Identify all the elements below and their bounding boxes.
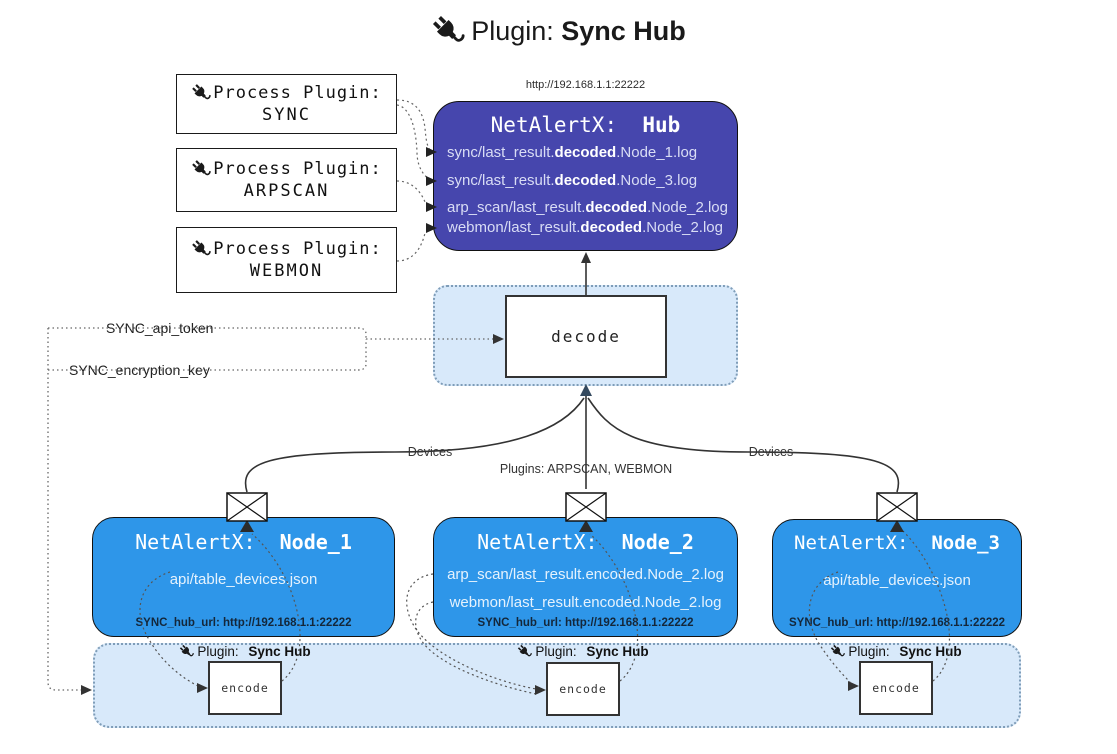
node-title-name: Node_1 bbox=[279, 530, 352, 554]
process-plugin-box-sync: Process Plugin: SYNC bbox=[176, 74, 397, 134]
keys-to-band-arrowhead bbox=[81, 685, 92, 695]
envelope-icon bbox=[876, 492, 918, 522]
hub-url-label: http://192.168.1.1:22222 bbox=[525, 79, 646, 91]
plug-icon bbox=[187, 235, 215, 263]
plug-icon bbox=[187, 155, 215, 183]
band-plugin-label: Plugin: Sync Hub bbox=[493, 644, 673, 659]
node-line: arp_scan/last_result.encoded.Node_2.log bbox=[447, 566, 724, 583]
encode-box: encode bbox=[546, 662, 620, 716]
hub-title-name: Hub bbox=[642, 113, 681, 137]
title-prefix: Plugin: bbox=[471, 15, 554, 46]
node-line: webmon/last_result.encoded.Node_2.log bbox=[449, 594, 722, 611]
process-plugin-label: Process Plugin: bbox=[213, 159, 382, 179]
plug-icon bbox=[514, 641, 535, 662]
hub-title-prefix: NetAlertX: bbox=[490, 113, 618, 137]
hub-log-line: arp_scan/last_result.decoded.Node_2.log bbox=[447, 199, 728, 216]
hub-log-line: sync/last_result.decoded.Node_1.log bbox=[447, 144, 698, 161]
decode-to-hub-arrowhead bbox=[581, 252, 591, 263]
node-title-name: Node_3 bbox=[931, 532, 1000, 554]
band-plugin-label: Plugin: Sync Hub bbox=[155, 644, 335, 659]
plug-icon bbox=[187, 79, 215, 107]
node-box-node-1: NetAlertX: Node_1 api/table_devices.json… bbox=[92, 517, 395, 637]
title-name: Sync Hub bbox=[561, 15, 686, 46]
node-title-name: Node_2 bbox=[621, 530, 694, 554]
node-box-node-3: NetAlertX: Node_3 api/table_devices.json… bbox=[772, 519, 1022, 637]
edge-label-plugins: Plugins: ARPSCAN, WEBMON bbox=[496, 462, 676, 476]
edge-label-api-token: SYNC_api_token bbox=[103, 320, 217, 336]
plug-icon bbox=[176, 641, 197, 662]
process-plugin-box-webmon: Process Plugin: WEBMON bbox=[176, 227, 397, 293]
hub-log-line: webmon/last_result.decoded.Node_2.log bbox=[447, 219, 723, 236]
hub-log-line: sync/last_result.decoded.Node_3.log bbox=[447, 172, 698, 189]
node-title-prefix: NetAlertX: bbox=[794, 532, 909, 554]
node-title-prefix: NetAlertX: bbox=[135, 530, 256, 554]
band-plugin-label: Plugin: Sync Hub bbox=[806, 644, 986, 659]
plugin-to-hub-dotted-edges bbox=[396, 99, 431, 262]
edge-label-devices-left: Devices bbox=[399, 445, 461, 459]
node-title-prefix: NetAlertX: bbox=[477, 530, 598, 554]
process-plugin-name: SYNC bbox=[262, 105, 311, 125]
process-plugin-name: WEBMON bbox=[249, 261, 324, 281]
plug-icon bbox=[827, 641, 848, 662]
edge-label-encryption-key: SYNC_encryption_key bbox=[66, 362, 213, 378]
node-to-decode-edges bbox=[244, 394, 900, 493]
node-line: api/table_devices.json bbox=[823, 572, 971, 589]
decode-box: decode bbox=[505, 295, 667, 378]
node-hub-url: SYNC_hub_url: http://192.168.1.1:22222 bbox=[135, 617, 352, 629]
process-plugin-box-arpscan: Process Plugin: ARPSCAN bbox=[176, 148, 397, 212]
hub-box: NetAlertX: Hub sync/last_result.decoded.… bbox=[433, 101, 738, 251]
node-line: api/table_devices.json bbox=[169, 571, 318, 588]
process-plugin-name: ARPSCAN bbox=[243, 181, 330, 201]
plug-icon bbox=[424, 7, 472, 55]
edge-label-devices-right: Devices bbox=[740, 445, 802, 459]
process-plugin-label: Process Plugin: bbox=[213, 83, 382, 103]
encode-box: encode bbox=[208, 661, 282, 715]
page-title: Plugin: Sync Hub bbox=[0, 14, 1117, 48]
process-plugin-label: Process Plugin: bbox=[213, 239, 382, 259]
node-hub-url: SYNC_hub_url: http://192.168.1.1:22222 bbox=[477, 617, 694, 629]
node-hub-url: SYNC_hub_url: http://192.168.1.1:22222 bbox=[788, 617, 1006, 629]
encode-box: encode bbox=[859, 661, 933, 715]
node-box-node-2: NetAlertX: Node_2 arp_scan/last_result.e… bbox=[433, 517, 738, 637]
